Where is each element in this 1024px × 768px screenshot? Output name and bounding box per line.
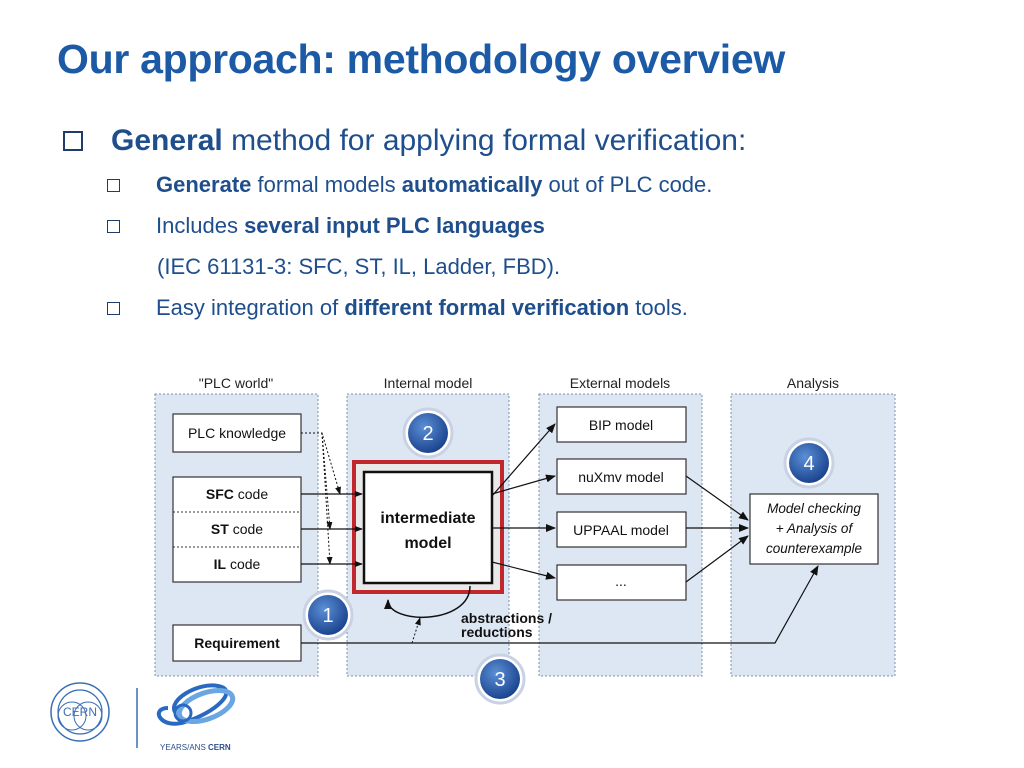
sixty-years-text: YEARS/ANS CERN [160, 743, 231, 752]
bullet-easy-part3: tools. [629, 295, 688, 320]
model-label-uppaal: UPPAAL model [573, 522, 669, 538]
bullet-easy-text: Easy integration of different formal ver… [156, 295, 688, 321]
sfc-code-label: SFC code [206, 486, 268, 502]
bullet-easy-part1: Easy integration of [156, 295, 345, 320]
checkbox-bullet-icon [107, 219, 120, 233]
analysis-label-3: counterexample [766, 541, 862, 556]
step-badge-2: 2 [402, 407, 454, 459]
bullet-easy-integration: Easy integration of different formal ver… [107, 295, 688, 321]
il-code-label: IL code [214, 556, 261, 572]
bullet-general-bold: General [111, 124, 223, 157]
model-label-nuxmv: nuXmv model [578, 469, 664, 485]
plc-knowledge-label: PLC knowledge [188, 425, 286, 441]
checkbox-bullet-icon [107, 301, 120, 315]
cern-logo-text: CERN [63, 705, 97, 719]
svg-text:3: 3 [494, 669, 505, 691]
column-header-plc: "PLC world" [199, 375, 274, 391]
abstraction-loop [384, 585, 471, 619]
model-label-bip: BIP model [589, 417, 653, 433]
intermediate-label-1: intermediate [380, 510, 475, 527]
bullet-general-text: General method for applying formal verif… [111, 124, 746, 158]
cern-logo: CERN [50, 682, 110, 742]
bullet-includes-part1: Includes [156, 213, 245, 238]
column-header-external: External models [570, 375, 670, 391]
model-label-more: ... [615, 573, 627, 589]
step-badge-1: 1 [302, 589, 354, 641]
checkbox-bullet-icon [107, 178, 120, 192]
model-box-uppaal [556, 511, 687, 548]
bullet-general: General method for applying formal verif… [63, 124, 746, 158]
model-box-more [556, 564, 687, 601]
requirement-label: Requirement [194, 635, 280, 651]
bullet-includes-continuation: (IEC 61131-3: SFC, ST, IL, Ladder, FBD). [157, 254, 561, 279]
column-header-internal: Internal model [384, 375, 473, 391]
requirement-box [172, 624, 302, 662]
analysis-label-2: + Analysis of [776, 521, 854, 536]
step-badge-3: 3 [474, 653, 526, 705]
st-code-label: ST code [211, 521, 263, 537]
slide-title: Our approach: methodology overview [57, 36, 785, 82]
column-header-analysis: Analysis [787, 375, 839, 391]
model-box-nuxmv [556, 458, 687, 495]
bullet-generate: Generate formal models automatically out… [107, 172, 712, 198]
bullet-generate-part4: out of PLC code. [542, 172, 713, 197]
bullet-includes-text: Includes several input PLC languages [156, 213, 545, 239]
sixty-years-logo: YEARS/ANS CERN [156, 683, 236, 752]
checkbox-bullet-icon [63, 131, 83, 151]
abstractions-label-2: reductions [461, 624, 533, 640]
abstractions-label-1: abstractions / [461, 610, 552, 626]
bullet-easy-bold: different formal verification [344, 295, 630, 320]
bullet-generate-bold2: automatically [401, 172, 543, 197]
bullet-generate-bold1: Generate [156, 172, 252, 197]
intermediate-label-2: model [404, 535, 451, 552]
svg-text:4: 4 [803, 453, 814, 475]
bullet-includes: Includes several input PLC languages [107, 213, 545, 239]
bullet-generate-text: Generate formal models automatically out… [156, 172, 712, 198]
svg-text:2: 2 [422, 423, 433, 445]
analysis-box [749, 493, 879, 565]
svg-text:1: 1 [322, 605, 333, 627]
bullet-generate-part2: formal models [251, 172, 402, 197]
bullet-general-rest: method for applying formal verification: [222, 124, 747, 157]
bullet-includes-bold: several input PLC languages [244, 213, 545, 238]
intermediate-model-box [362, 470, 494, 585]
step-badge-4: 4 [783, 437, 835, 489]
analysis-label-1: Model checking [767, 501, 861, 516]
model-box-bip [556, 406, 687, 443]
